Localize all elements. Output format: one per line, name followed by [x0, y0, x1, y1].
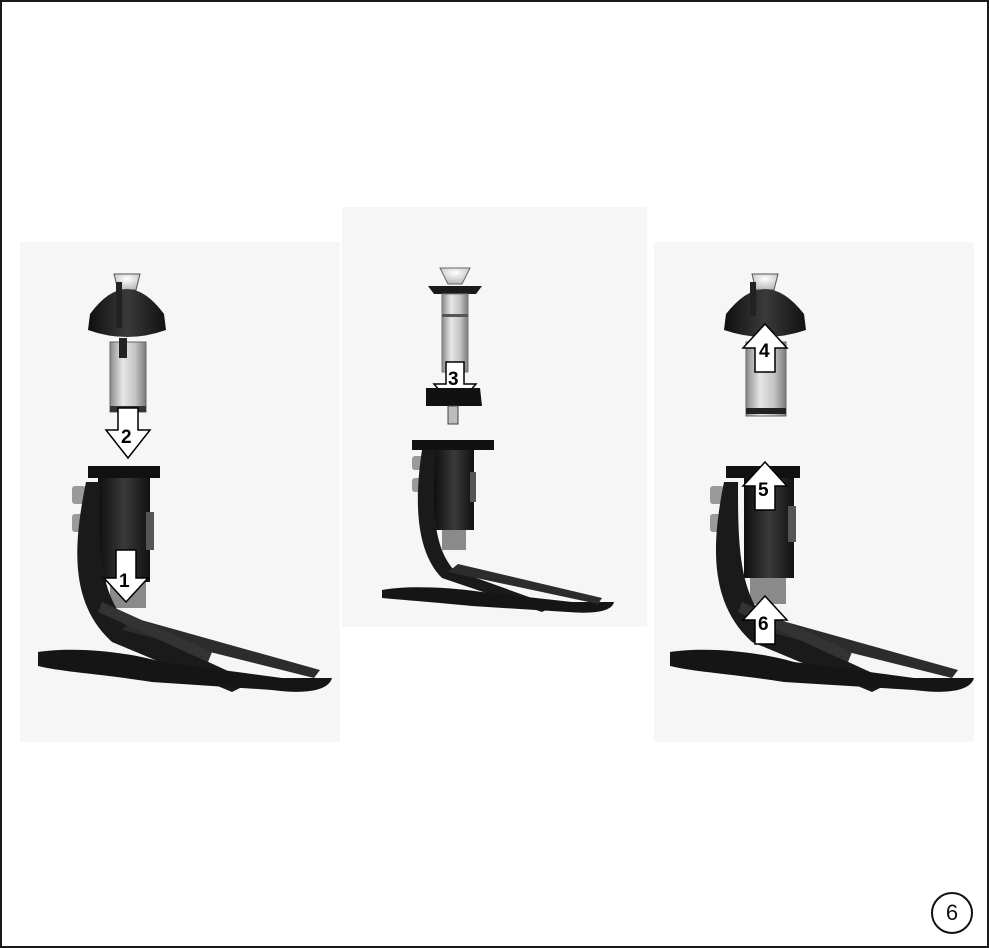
step-4-label: 4	[759, 341, 770, 362]
figure-number-badge: 6	[931, 892, 973, 934]
step-3-label: 3	[448, 369, 459, 390]
center-panel-bg	[342, 207, 647, 627]
step-1-label: 1	[119, 571, 130, 592]
step-6-label: 6	[758, 614, 769, 635]
step-5-label: 5	[758, 480, 769, 501]
step-2-label: 2	[121, 427, 132, 448]
